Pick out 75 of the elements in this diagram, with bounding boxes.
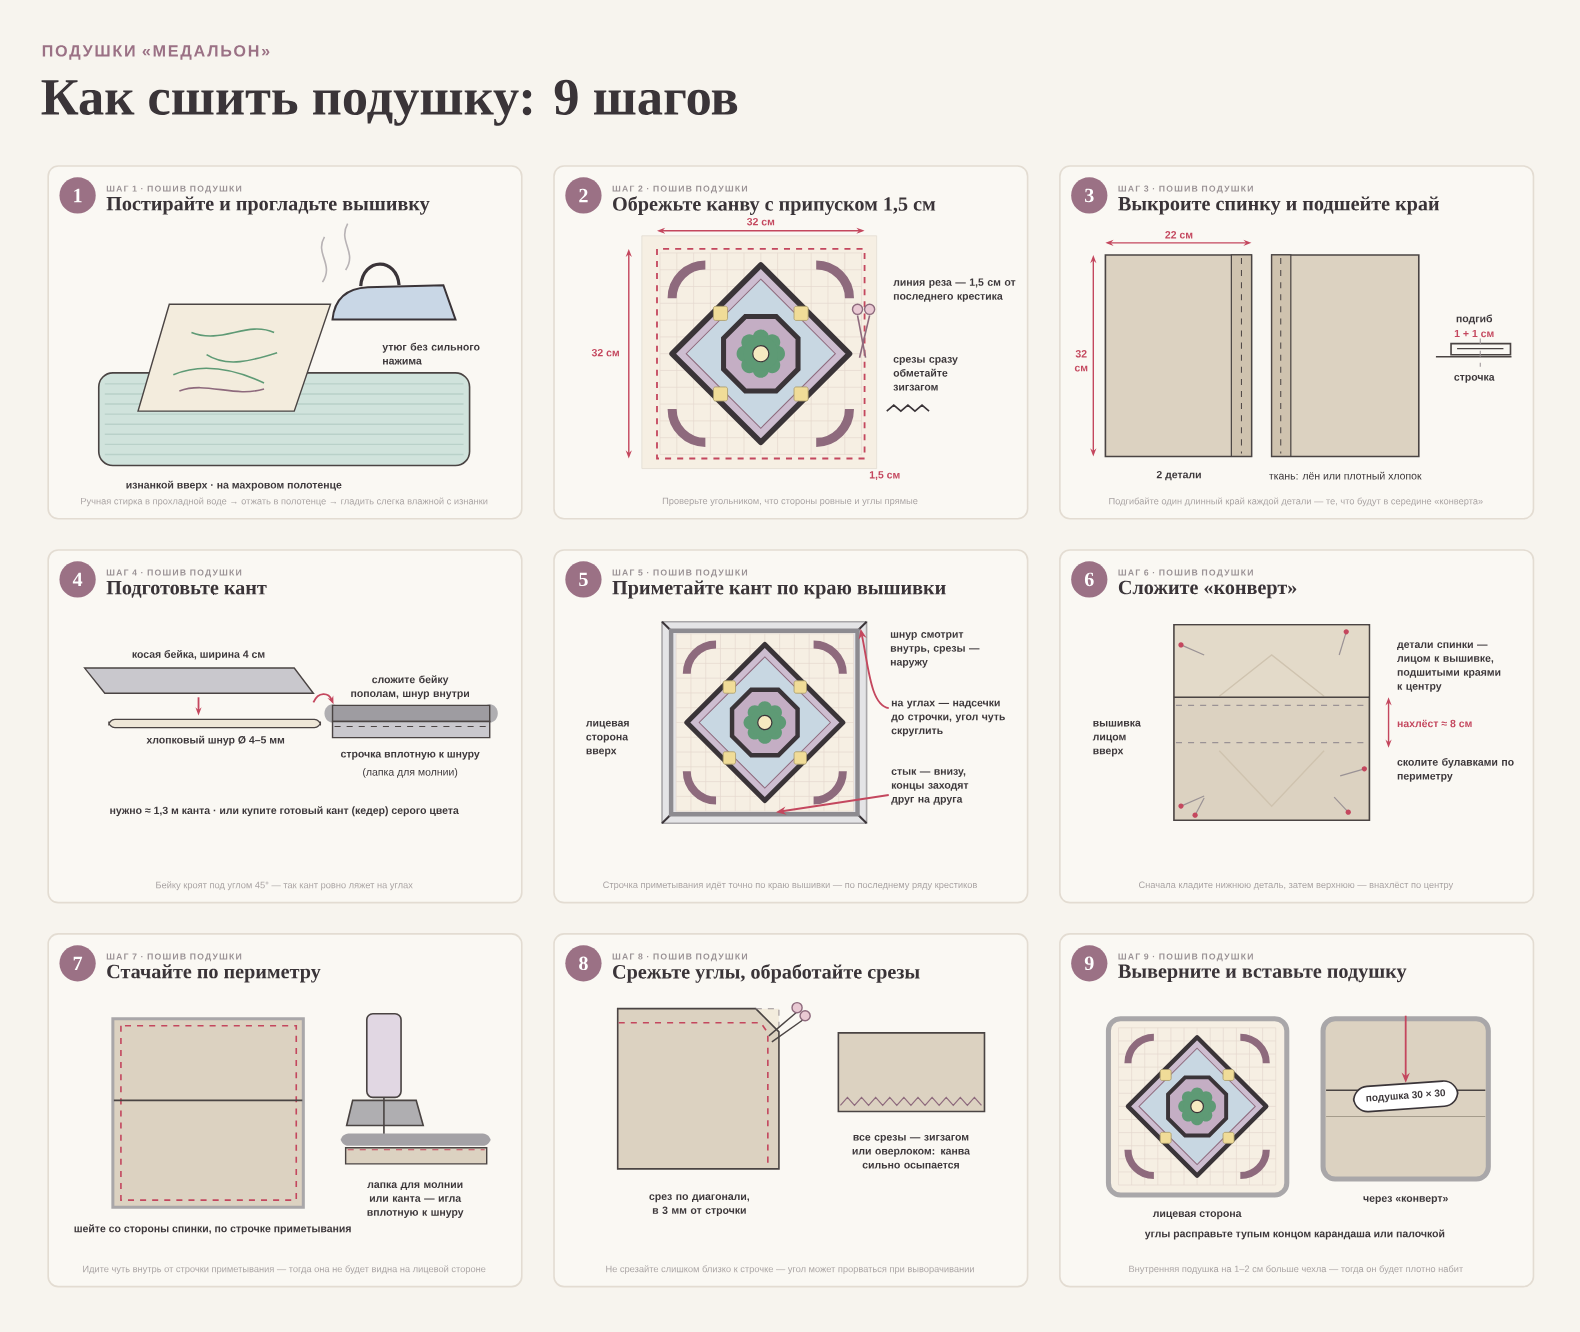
step-label: ШАГ 7 · ПОШИВ ПОДУШКИ — [106, 953, 242, 962]
note-text: косая бейка, ширина 4 см — [132, 649, 265, 660]
step-number-badge: 2 — [565, 177, 602, 214]
footnote-text: Бейку кроят под углом 45° — так кант ровно ляжет на углах — [156, 881, 413, 891]
note-text: (лапка для молнии) — [363, 767, 458, 778]
step-number-badge: 1 — [59, 177, 96, 214]
step-number-badge: 6 — [1071, 561, 1108, 598]
step-label: ШАГ 1 · ПОШИВ ПОДУШКИ — [106, 185, 242, 194]
dimension-label: 1,5 см — [869, 471, 900, 480]
footnote-text: Сначала кладите нижнюю деталь, затем верхнюю — внахлёст по центру — [1139, 881, 1454, 890]
step-number-badge: 7 — [59, 945, 96, 982]
step-label: ШАГ 8 · ПОШИВ ПОДУШКИ — [612, 953, 747, 962]
note-text: лицевая сторона — [1152, 1211, 1242, 1220]
dimension-label: нахлёст ≈ 8 см — [1397, 719, 1472, 728]
footnote-text: Подгибайте один длинный край каждой детали — те, что будут в середине «конверта» — [1109, 497, 1483, 507]
note-text: детали спинки — лицом к вышивке, подшитыми краями к центру — [1397, 642, 1501, 692]
step-title: Обрежьте канву с припуском 1,5 см — [613, 196, 936, 215]
note-text: лапка для молнии или канта — игла вплотную к шнуру — [367, 1182, 464, 1218]
footnote-text: Идите чуть внутрь от строчки приметывания — тогда она не будет видна на лицевой стороне — [83, 1265, 486, 1274]
note-text: ткань: лён или плотный хлопок — [1269, 471, 1422, 480]
footnote-text: Проверьте угольником, что стороны ровные и углы прямые — [662, 497, 918, 506]
dimension-label: 22 см — [1165, 231, 1193, 239]
callout-text: стык — внизу, концы заходят друг на друга — [891, 769, 969, 805]
note-text: сколите булавками по периметру — [1397, 757, 1514, 782]
note-text: углы расправьте тупым концом карандаша или палочкой — [1144, 1229, 1445, 1240]
step-label: ШАГ 5 · ПОШИВ ПОДУШКИ — [612, 569, 747, 578]
kicker-text: ПОДУШКИ «МЕДАЛЬОН» — [42, 45, 270, 60]
note-text: шейте со стороны спинки, по строчке приметывания — [74, 1224, 351, 1235]
step-label: ШАГ 4 · ПОШИВ ПОДУШКИ — [106, 569, 242, 578]
note-text: строчка — [1454, 374, 1495, 383]
footnote-text: Не срезайте слишком близко к строчке — угол может прорваться при выворачивании — [606, 1265, 974, 1274]
note-text: срезы сразу обметайте зигзагом — [893, 357, 958, 391]
note-text: строчка вплотную к шнуру — [340, 751, 480, 760]
dimension-label: 32 см — [591, 348, 619, 357]
step-title: Подготовьте кант — [106, 581, 267, 598]
note-text: через «конверт» — [1363, 1196, 1448, 1204]
note-text: все срезы — зигзагом или оверлоком: канва сильно осыпается — [852, 1134, 971, 1169]
note-text: подгиб — [1456, 314, 1493, 325]
note-text: изнанкой вверх · на махровом полотенце — [126, 480, 342, 491]
step-title: Выверните и вставьте подушку — [1118, 964, 1407, 983]
step-title: Стачайте по периметру — [107, 964, 321, 983]
step-number-badge: 5 — [565, 561, 602, 598]
footnote-text: Строчка приметывания идёт точно по краю вышивки — по последнему ряду крестиков — [603, 881, 977, 890]
dimension-label: 1 + 1 см — [1454, 329, 1494, 338]
step-number-badge: 4 — [59, 561, 96, 598]
step-number-badge: 8 — [565, 945, 602, 982]
note-text: сложите бейку пополам, шнур внутри — [351, 675, 469, 700]
step-title: Постирайте и прогладьте вышивку — [106, 196, 430, 215]
note-text: шнур смотрит внутрь, срезы — наружу — [890, 632, 980, 668]
note-text: срез по диагонали, в 3 мм от строчки — [649, 1194, 749, 1216]
footnote-text: Внутренняя подушка на 1–2 см больше чехла — тогда он будет плотно набит — [1129, 1265, 1463, 1274]
callout-text: на углах — надсечки до строчки, угол чуть скруглить — [891, 700, 1005, 737]
note-text: лицевая сторона вверх — [585, 720, 629, 757]
step-label: ШАГ 2 · ПОШИВ ПОДУШКИ — [612, 185, 747, 194]
step-label: ШАГ 6 · ПОШИВ ПОДУШКИ — [1118, 569, 1253, 578]
note-text: утюг без сильного нажима — [382, 342, 480, 365]
page-title: Как сшить подушку: 9 шагов — [41, 79, 738, 126]
step-title: Приметайте кант по краю вышивки — [612, 580, 946, 599]
step-number-badge: 9 — [1071, 945, 1108, 982]
step-card — [47, 549, 523, 904]
step-title: Срежьте углы, обработайте срезы — [613, 963, 920, 983]
footnote-text: Ручная стирка в прохладной воде → отжать в полотенце → гладить слегка влажной с изнанки — [81, 497, 488, 507]
pillow-tag: подушка 30 × 30 — [1352, 1080, 1459, 1113]
step-label: ШАГ 9 · ПОШИВ ПОДУШКИ — [1118, 953, 1253, 962]
step-title: Сложите «конверт» — [1118, 580, 1297, 599]
note-text: 2 детали — [1156, 470, 1201, 481]
dimension-label: 32 см — [746, 217, 775, 226]
step-label: ШАГ 3 · ПОШИВ ПОДУШКИ — [1118, 185, 1253, 194]
note-text: вышивка лицом вверх — [1092, 720, 1141, 757]
note-text: хлопковый шнур Ø 4–5 мм — [146, 735, 285, 746]
step-title: Выкроите спинку и подшейте край — [1118, 196, 1440, 215]
note-text: линия реза — 1,5 см от последнего крестика — [893, 278, 1016, 302]
note-text: нужно ≈ 1,3 м канта · или купите готовый кант (кедер) серого цвета — [110, 806, 459, 817]
step-number-badge: 3 — [1071, 177, 1108, 214]
dimension-label: 32 см — [1074, 350, 1088, 372]
